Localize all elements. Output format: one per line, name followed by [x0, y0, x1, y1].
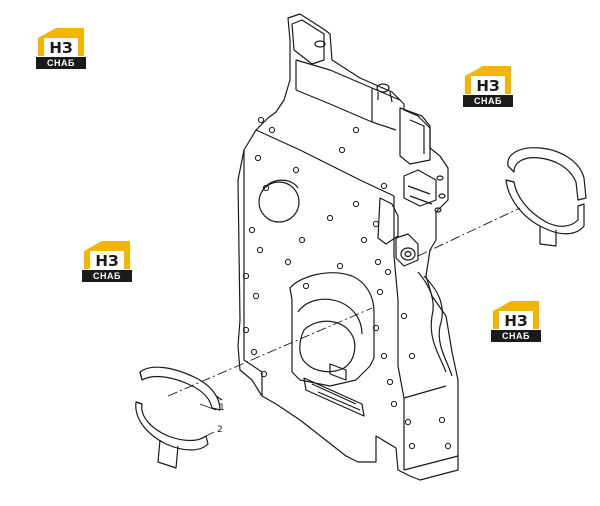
svg-text:НЗ: НЗ — [49, 39, 72, 57]
bolt-holes — [242, 116, 452, 450]
house-logo-icon: НЗ — [465, 66, 511, 95]
callout-2: 2 — [217, 425, 223, 435]
thrust-washer-right-lower — [505, 179, 585, 247]
thrust-washer-left-lower — [135, 401, 209, 469]
svg-text:НЗ: НЗ — [504, 312, 527, 330]
thrust-washer-right-upper — [507, 147, 587, 201]
leader-lines — [197, 403, 217, 441]
house-logo-icon: НЗ — [84, 241, 130, 270]
house-logo-icon: НЗ — [493, 301, 539, 330]
brand-logo-watermark: НЗ СНАБ — [34, 26, 88, 70]
brand-logo-watermark: НЗ СНАБ — [80, 239, 134, 283]
thrust-washer-left-upper — [139, 366, 223, 411]
svg-text:НЗ: НЗ — [95, 252, 118, 270]
callout-1: 1 — [219, 403, 225, 413]
svg-text:НЗ: НЗ — [476, 77, 499, 95]
brand-logo-watermark: НЗ СНАБ — [461, 64, 515, 108]
house-logo-icon: НЗ — [38, 28, 84, 57]
brand-logo-watermark: НЗ СНАБ — [489, 299, 543, 343]
gear-housing — [237, 13, 459, 481]
